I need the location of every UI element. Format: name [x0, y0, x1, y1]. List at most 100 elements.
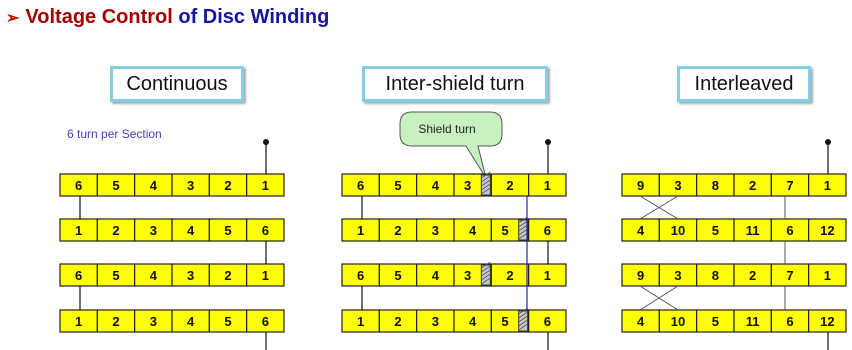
shield-hatch-line: [518, 228, 528, 236]
turn-number: 2: [394, 314, 401, 329]
label-continuous-text: Continuous: [126, 73, 228, 95]
turn-number: 1: [824, 268, 831, 283]
turn-number: 3: [150, 223, 157, 238]
turn-number: 3: [432, 314, 439, 329]
turn-number: 5: [224, 314, 231, 329]
turn-number: 4: [150, 268, 158, 283]
winding-row: 6 5 4 3 2 1: [341, 261, 567, 287]
label-continuous: Continuous: [110, 66, 244, 102]
shield-hatch-line: [518, 319, 528, 327]
turn-number: 9: [637, 178, 644, 193]
interleave-cross-link: [639, 195, 679, 220]
turn-number: 1: [544, 178, 551, 193]
turn-number: 10: [671, 223, 685, 238]
turn-number: 2: [749, 268, 756, 283]
turn-number: 1: [357, 314, 364, 329]
turn-number: 2: [224, 178, 231, 193]
shield-turn-callout: Shield turn: [399, 111, 503, 179]
turn-number: 5: [394, 268, 401, 283]
turn-number: 2: [506, 268, 513, 283]
turn-number: 2: [749, 178, 756, 193]
turn-number: 5: [712, 223, 719, 238]
label-interleaved-text: Interleaved: [694, 73, 794, 95]
shield-hatch-line: [481, 269, 491, 277]
turn-number: 2: [394, 223, 401, 238]
shield-hatch-line: [518, 220, 528, 228]
turn-number: 5: [501, 223, 508, 238]
turn-number: 1: [75, 223, 82, 238]
terminal-dot: [545, 139, 551, 145]
turn-number: 2: [224, 268, 231, 283]
turn-number: 2: [112, 223, 119, 238]
turn-number: 4: [187, 223, 195, 238]
turn-number: 3: [674, 178, 681, 193]
turn-number: 3: [464, 268, 471, 283]
shield-hatch-line: [481, 171, 491, 179]
bullet-arrow-icon: ➢: [6, 10, 20, 27]
shield-hatch-line: [518, 323, 528, 331]
shield-hatch-line: [518, 315, 528, 323]
turn-number: 5: [712, 314, 719, 329]
page-title: ➢Voltage Control of Disc Winding: [6, 6, 329, 29]
turn-number: 7: [786, 178, 793, 193]
shield-hatch-line: [518, 232, 528, 240]
turn-cell: [246, 173, 285, 197]
turn-number: 3: [187, 178, 194, 193]
terminal-dot: [263, 139, 269, 145]
turn-number: 3: [432, 223, 439, 238]
turn-number: 6: [75, 178, 82, 193]
turn-number: 8: [712, 268, 719, 283]
turn-cell: [246, 218, 285, 242]
label-interleaved: Interleaved: [677, 66, 811, 102]
turn-number: 1: [262, 178, 269, 193]
turn-number: 1: [262, 268, 269, 283]
turn-number: 5: [112, 178, 119, 193]
turn-cell: [808, 173, 847, 197]
shield-hatch-line: [481, 261, 491, 269]
turns-per-section-note: 6 turn per Section: [67, 127, 162, 141]
turn-number: 2: [112, 314, 119, 329]
turn-number: 6: [75, 268, 82, 283]
turn-number: 6: [262, 314, 269, 329]
turn-cell: [246, 263, 285, 287]
title-part-disc-winding: of Disc Winding: [178, 6, 330, 28]
turn-number: 4: [432, 268, 440, 283]
shield-hatch-line: [518, 216, 528, 224]
turn-number: 12: [820, 314, 834, 329]
turn-cell: [808, 309, 847, 333]
turn-number: 1: [544, 268, 551, 283]
turn-number: 6: [357, 268, 364, 283]
shield-hatch-line: [481, 179, 491, 187]
label-inter-shield-turn: Inter-shield turn: [362, 66, 548, 102]
turn-number: 4: [432, 178, 440, 193]
shield-hatch-line: [481, 265, 491, 273]
turn-number: 5: [501, 314, 508, 329]
turn-number: 6: [786, 223, 793, 238]
turn-number: 4: [187, 314, 195, 329]
turn-number: 5: [394, 178, 401, 193]
turn-number: 4: [637, 223, 645, 238]
turn-cell: [528, 218, 567, 242]
shield-hatch-line: [518, 311, 528, 319]
turn-number: 3: [464, 178, 471, 193]
turn-number: 4: [637, 314, 645, 329]
turn-cell: [808, 218, 847, 242]
turn-number: 11: [746, 223, 760, 238]
turn-number: 3: [187, 268, 194, 283]
shield-hatch-line: [481, 187, 491, 195]
turn-number: 5: [112, 268, 119, 283]
turn-number: 3: [150, 314, 157, 329]
winding-row: 6 5 4 3 2 1: [59, 263, 285, 287]
shield-hatch-line: [481, 175, 491, 183]
shield-turn-callout-text: Shield turn: [418, 122, 475, 136]
turn-number: 2: [506, 178, 513, 193]
turn-number: 6: [544, 314, 551, 329]
shield-hatch-line: [481, 183, 491, 191]
